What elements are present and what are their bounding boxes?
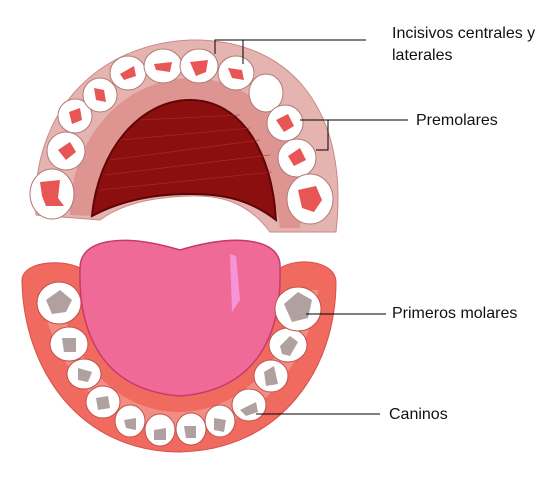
upper-tooth-premolar-right-2 (277, 138, 317, 178)
upper-tooth-molar-left (29, 168, 75, 220)
label-incisors-line1: Incisivos centrales y (392, 25, 536, 42)
lower-tooth-premolar-right-1 (253, 359, 289, 393)
lower-tooth-lateral-incisor-right (204, 404, 236, 438)
lower-arch (21, 239, 337, 453)
lower-tooth-molar-left (36, 281, 82, 325)
upper-tooth-premolar-right-1 (266, 104, 304, 142)
tongue (79, 239, 281, 397)
upper-tooth-molar-right (286, 173, 334, 225)
lower-tooth-canine-right (231, 388, 267, 422)
upper-tooth-central-incisor-left (143, 48, 183, 84)
upper-tooth-central-incisor-right (179, 48, 219, 84)
lower-tooth-premolar-left-1 (66, 358, 102, 390)
upper-inner-band (70, 78, 302, 228)
lower-teeth (36, 281, 322, 447)
upper-tooth-canine-right (248, 73, 284, 113)
lower-tooth-premolar-left-2 (49, 326, 89, 362)
lower-tooth-canine-left (85, 385, 121, 419)
premolars-leader (300, 119, 329, 151)
lower-tooth-lateral-incisor-left (114, 404, 146, 438)
upper-arch (29, 39, 339, 233)
upper-teeth (29, 48, 334, 225)
label-premolars: Premolares (416, 112, 498, 129)
upper-tooth-lateral-incisor-left (109, 55, 147, 91)
upper-tooth-premolar-left-1 (57, 98, 93, 134)
lower-tooth-central-incisor-right (175, 412, 207, 446)
upper-tooth-premolar-left-2 (46, 131, 86, 171)
upper-tooth-canine-left (82, 77, 118, 113)
leader-lines (214, 39, 408, 415)
label-incisors-line2: laterales (392, 47, 453, 64)
upper-tooth-lateral-incisor-right (217, 55, 255, 91)
incisors-leader (214, 39, 366, 54)
label-first-molars: Primeros molares (392, 305, 518, 322)
lower-tooth-premolar-right-2 (268, 327, 308, 363)
tongue-highlight (230, 254, 240, 312)
label-canines: Caninos (389, 406, 448, 423)
lower-tooth-molar-right (274, 286, 322, 332)
lower-tooth-central-incisor-left (144, 413, 176, 447)
